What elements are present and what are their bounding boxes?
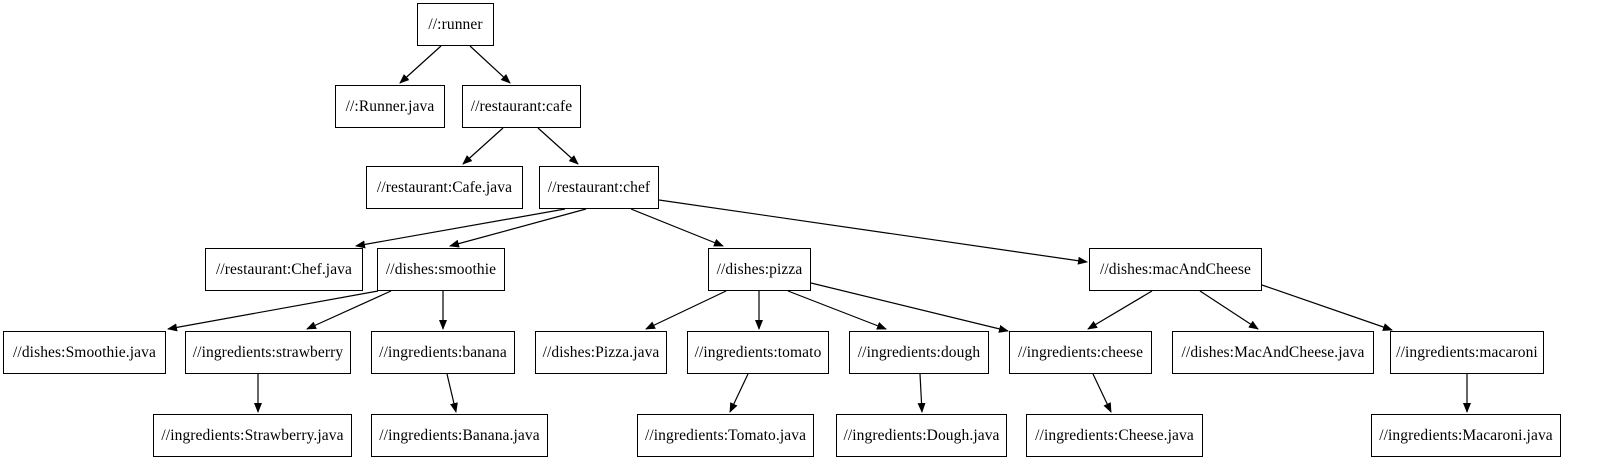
graph-node-label: //ingredients:Cheese.java: [1035, 426, 1194, 444]
graph-node-dishes_pizza[interactable]: //dishes:pizza: [708, 248, 811, 291]
graph-node-label: //ingredients:Banana.java: [379, 426, 540, 444]
graph-node-strawberry_java[interactable]: //ingredients:Strawberry.java: [153, 414, 352, 457]
graph-node-label: //ingredients:Strawberry.java: [161, 426, 344, 444]
graph-node-label: //ingredients:Macaroni.java: [1379, 426, 1553, 444]
graph-node-cafe_java[interactable]: //restaurant:Cafe.java: [366, 166, 523, 209]
graph-node-ing_strawberry[interactable]: //ingredients:strawberry: [185, 331, 351, 374]
graph-node-runner_java[interactable]: //:Runner.java: [335, 85, 445, 128]
graph-node-ing_macaroni[interactable]: //ingredients:macaroni: [1390, 331, 1544, 374]
graph-node-chef_java[interactable]: //restaurant:Chef.java: [205, 248, 363, 291]
graph-node-label: //ingredients:cheese: [1017, 343, 1144, 361]
graph-node-runner[interactable]: //:runner: [417, 3, 494, 46]
graph-node-ing_tomato[interactable]: //ingredients:tomato: [687, 331, 829, 374]
graph-node-ing_banana[interactable]: //ingredients:banana: [371, 331, 515, 374]
graph-node-label: //:Runner.java: [345, 97, 435, 115]
graph-node-label: //restaurant:chef: [547, 178, 651, 196]
graph-node-ing_dough[interactable]: //ingredients:dough: [849, 331, 989, 374]
graph-node-label: //dishes:macAndCheese: [1099, 260, 1252, 278]
graph-node-label: //dishes:smoothie: [385, 260, 497, 278]
graph-node-label: //ingredients:strawberry: [192, 343, 344, 361]
graph-node-cheese_java[interactable]: //ingredients:Cheese.java: [1026, 414, 1203, 457]
graph-node-label: //ingredients:tomato: [694, 343, 822, 361]
graph-node-label: //ingredients:banana: [379, 343, 507, 361]
graph-node-restaurant_chef[interactable]: //restaurant:chef: [539, 166, 659, 209]
graph-node-label: //dishes:MacAndCheese.java: [1181, 343, 1365, 361]
graph-node-dough_java[interactable]: //ingredients:Dough.java: [836, 414, 1007, 457]
graph-node-label: //restaurant:cafe: [470, 97, 573, 115]
graph-node-macaroni_java[interactable]: //ingredients:Macaroni.java: [1371, 414, 1561, 457]
graph-node-label: //ingredients:Tomato.java: [644, 426, 807, 444]
graph-node-label: //dishes:Smoothie.java: [13, 343, 156, 361]
graph-node-dishes_smoothie[interactable]: //dishes:smoothie: [377, 248, 505, 291]
graph-node-label: //ingredients:dough: [857, 343, 981, 361]
graph-node-mac_java[interactable]: //dishes:MacAndCheese.java: [1172, 331, 1374, 374]
graph-node-pizza_java[interactable]: //dishes:Pizza.java: [535, 331, 667, 374]
graph-node-ing_cheese[interactable]: //ingredients:cheese: [1009, 331, 1152, 374]
graph-node-smoothie_java[interactable]: //dishes:Smoothie.java: [3, 331, 166, 374]
graph-node-tomato_java[interactable]: //ingredients:Tomato.java: [637, 414, 814, 457]
graph-node-label: //:runner: [428, 15, 483, 33]
graph-node-label: //dishes:Pizza.java: [542, 343, 660, 361]
graph-node-label: //ingredients:macaroni: [1396, 343, 1538, 361]
graph-node-dishes_mac[interactable]: //dishes:macAndCheese: [1089, 248, 1262, 291]
graph-node-label: //ingredients:Dough.java: [843, 426, 1000, 444]
graph-node-banana_java[interactable]: //ingredients:Banana.java: [371, 414, 548, 457]
graph-node-label: //restaurant:Cafe.java: [376, 178, 513, 196]
graph-node-label: //restaurant:Chef.java: [215, 260, 353, 278]
graph-node-label: //dishes:pizza: [716, 260, 803, 278]
graph-node-restaurant_cafe[interactable]: //restaurant:cafe: [462, 85, 581, 128]
